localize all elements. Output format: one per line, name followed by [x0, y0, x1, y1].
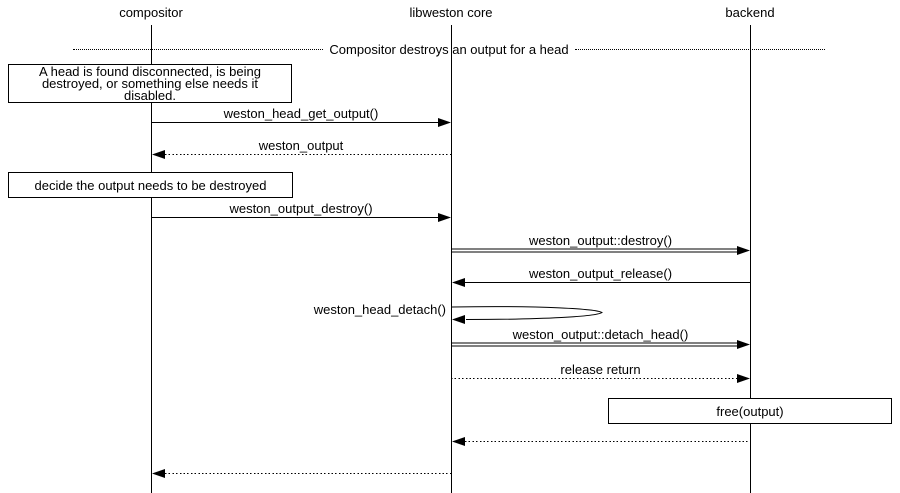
message-label-weston-output: weston_output: [258, 138, 344, 153]
note-head-disconnected: A head is found disconnected, is being d…: [8, 64, 292, 103]
arrow-weston-output-destroy: [151, 213, 451, 222]
arrow-weston-head-get-output: [151, 118, 451, 127]
arrow-return-to-core: [452, 437, 750, 446]
arrow-return-to-compositor: [152, 469, 451, 478]
message-label-weston-head-get-output: weston_head_get_output(): [223, 106, 379, 121]
message-label-weston-output-destroy: weston_output_destroy(): [229, 201, 373, 216]
arrow-weston-output-destroy-vfunc: [451, 246, 750, 255]
divider-title: Compositor destroys an output for a head: [329, 42, 569, 57]
note-decide-destroy: decide the output needs to be destroyed: [8, 172, 293, 198]
divider: Compositor destroys an output for a head: [73, 42, 826, 57]
participant-label-libweston-core: libweston core: [409, 5, 493, 20]
arrow-weston-output-release: [452, 278, 750, 287]
divider-line-left: [73, 49, 324, 50]
participant-label-backend: backend: [725, 5, 775, 20]
arrow-weston-output-return: [152, 150, 451, 159]
message-label-release-return: release return: [560, 362, 641, 377]
message-label-weston-output-detach-head: weston_output::detach_head(): [512, 327, 689, 342]
participant-label-compositor: compositor: [119, 5, 183, 20]
message-label-weston-output-destroy-vfunc: weston_output::destroy(): [528, 233, 673, 248]
message-label-weston-head-detach: weston_head_detach(): [313, 302, 446, 317]
arrow-weston-head-detach-self: [451, 306, 603, 324]
arrow-weston-output-detach-head: [451, 340, 750, 349]
arrow-release-return: [451, 374, 750, 383]
message-label-weston-output-release: weston_output_release(): [528, 266, 673, 281]
note-free-output: free(output): [608, 398, 892, 424]
divider-line-right: [574, 49, 826, 50]
